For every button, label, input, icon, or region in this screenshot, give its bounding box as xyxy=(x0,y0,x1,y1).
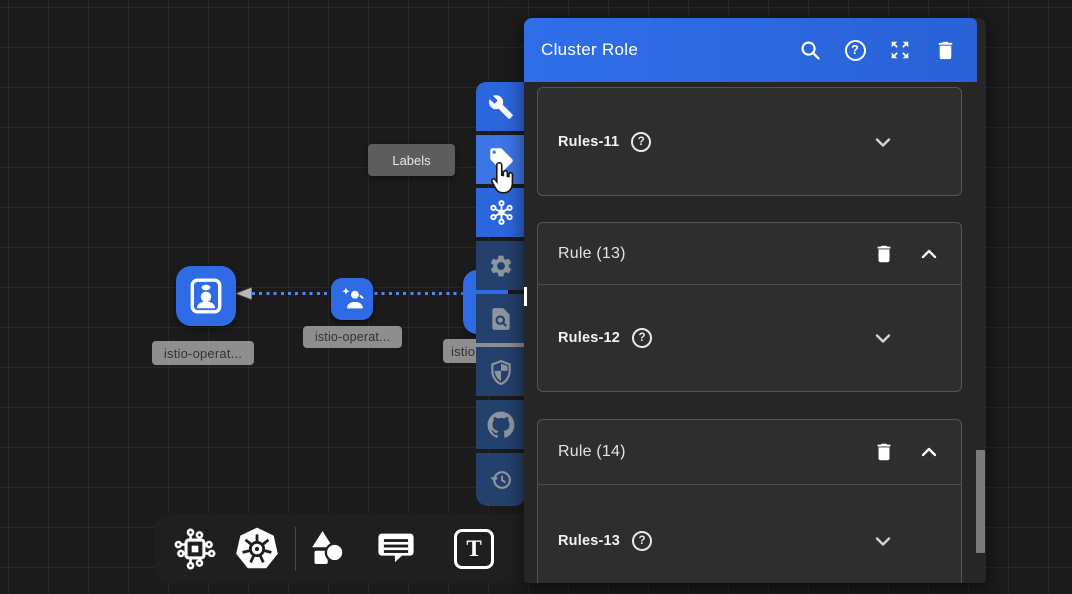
expand-button[interactable] xyxy=(888,38,912,62)
field-row: Rules-13 ? xyxy=(538,485,961,583)
node-cluster-role-binding[interactable] xyxy=(331,278,373,320)
field-label: Rules-11 xyxy=(558,133,620,150)
shield-icon xyxy=(491,359,511,385)
field-row: Rules-12 ? xyxy=(538,285,961,391)
history-tool-button[interactable] xyxy=(476,453,526,506)
help-icon: ? xyxy=(844,39,866,61)
expand-section-button[interactable] xyxy=(871,130,895,154)
panel-resize-handle[interactable] xyxy=(524,287,527,306)
field-label: Rules-12 xyxy=(558,330,621,346)
kubernetes-tool-button[interactable] xyxy=(233,525,281,573)
panel-body: Rules-11 ? Rule (13) xyxy=(524,82,986,583)
rule-header-row: Rule (14) xyxy=(538,420,961,484)
toolbar-divider xyxy=(295,526,296,571)
cluster-role-panel: Cluster Role ? Rules-11 xyxy=(524,18,986,583)
divider xyxy=(538,484,961,485)
chevron-down-icon xyxy=(875,334,891,343)
label-tag-icon xyxy=(489,148,513,171)
node-label: istio-operat... xyxy=(303,326,402,348)
delete-panel-button[interactable] xyxy=(933,38,957,62)
rule-label: Rule (13) xyxy=(558,244,626,262)
chevron-up-icon xyxy=(921,447,937,457)
service-account-icon xyxy=(190,278,222,314)
node-label: istio-operat... xyxy=(152,341,254,365)
collapse-rule-button[interactable] xyxy=(917,242,941,266)
components-tool-button[interactable] xyxy=(171,525,219,573)
components-icon xyxy=(174,528,216,569)
help-icon[interactable]: ? xyxy=(632,531,653,551)
chevron-up-icon xyxy=(921,249,937,258)
shapes-icon xyxy=(312,530,345,566)
gear-icon xyxy=(490,255,512,276)
rules-card: Rules-11 ? xyxy=(537,87,962,196)
rule-label: Rule (14) xyxy=(558,443,626,460)
doc-search-tool-button[interactable] xyxy=(476,294,526,343)
kubernetes-icon xyxy=(236,527,278,568)
help-button[interactable]: ? xyxy=(843,38,867,62)
document-search-icon xyxy=(492,307,510,330)
comment-tool-button[interactable] xyxy=(372,525,420,573)
topology-hub-icon xyxy=(489,200,513,225)
trash-icon xyxy=(877,443,891,461)
text-tool-button[interactable]: T xyxy=(450,525,498,573)
labels-tool-button[interactable] xyxy=(476,135,526,184)
shield-tool-button[interactable] xyxy=(476,347,526,396)
search-icon xyxy=(800,40,820,60)
field-row: Rules-11 ? xyxy=(538,88,961,195)
chevron-down-icon xyxy=(875,137,891,147)
rule-header-row: Rule (13) xyxy=(538,223,961,284)
wrench-icon xyxy=(489,94,513,119)
help-icon[interactable]: ? xyxy=(631,131,652,152)
expand-section-button[interactable] xyxy=(871,326,895,350)
collapse-rule-button[interactable] xyxy=(917,440,941,464)
delete-rule-button[interactable] xyxy=(872,242,896,266)
rule-card: Rule (14) Rules-13 ? xyxy=(537,419,962,583)
github-icon xyxy=(487,411,515,438)
shapes-tool-button[interactable] xyxy=(302,525,350,573)
side-toolbar xyxy=(476,82,526,506)
wrench-tool-button[interactable] xyxy=(476,82,526,131)
trash-icon xyxy=(877,245,891,262)
expand-icon xyxy=(891,41,909,59)
topology-tool-button[interactable] xyxy=(476,188,526,237)
expand-section-button[interactable] xyxy=(871,529,895,553)
node-service-account[interactable] xyxy=(176,266,236,326)
field-label: Rules-13 xyxy=(558,533,621,549)
panel-header: Cluster Role ? xyxy=(524,18,977,82)
rule-card: Rule (13) Rules-12 ? xyxy=(537,222,962,392)
github-tool-button[interactable] xyxy=(476,400,526,449)
comment-icon xyxy=(378,533,414,562)
divider xyxy=(538,284,961,285)
panel-title: Cluster Role xyxy=(541,40,639,59)
search-button[interactable] xyxy=(798,38,822,62)
trash-icon xyxy=(938,41,952,59)
edge-arrowhead-icon xyxy=(235,287,252,300)
scrollbar-thumb[interactable] xyxy=(976,450,985,553)
help-icon[interactable]: ? xyxy=(632,328,653,348)
cluster-role-binding-icon xyxy=(341,287,364,308)
settings-tool-button[interactable] xyxy=(476,241,526,290)
bottom-toolbar: T xyxy=(155,514,546,583)
delete-rule-button[interactable] xyxy=(872,440,896,464)
chevron-down-icon xyxy=(875,537,891,546)
text-icon: T xyxy=(454,528,494,569)
history-clock-icon xyxy=(490,470,511,489)
labels-tooltip: Labels xyxy=(368,144,455,176)
